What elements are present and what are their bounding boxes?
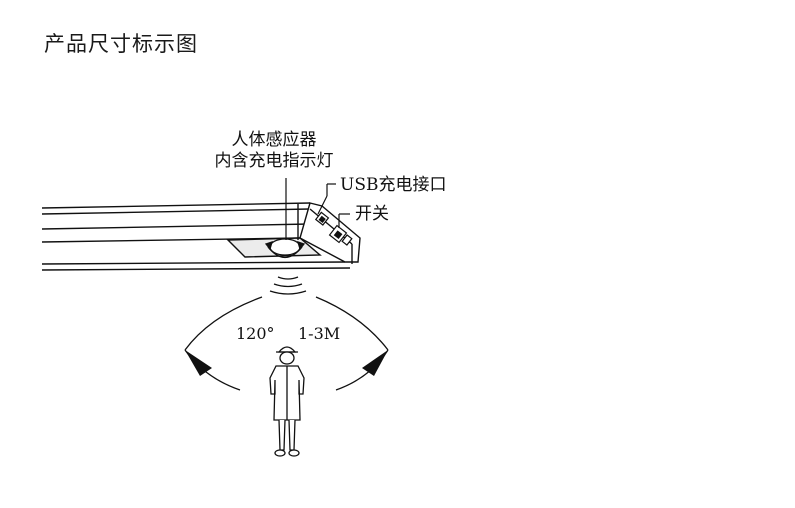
sensor-label-line2: 内含充电指示灯 <box>215 151 334 171</box>
switch-detail <box>328 224 353 246</box>
usb-port-label: USB充电接口 <box>340 175 446 195</box>
switch-label: 开关 <box>355 204 389 224</box>
range-label: 1-3M <box>298 324 340 343</box>
usb-port-detail <box>314 211 330 226</box>
sensor-label-line1: 人体感应器 <box>232 130 317 150</box>
sensor-dome <box>264 238 306 259</box>
angle-label: 120° <box>236 324 275 343</box>
right-arrow-head <box>362 350 388 376</box>
light-bar <box>41 202 361 271</box>
leader-lines <box>285 178 350 240</box>
human-figure-icon <box>269 346 305 457</box>
motion-wave-icon <box>269 276 307 295</box>
left-arrow-head <box>185 350 212 376</box>
page-title: 产品尺寸标示图 <box>44 32 198 56</box>
